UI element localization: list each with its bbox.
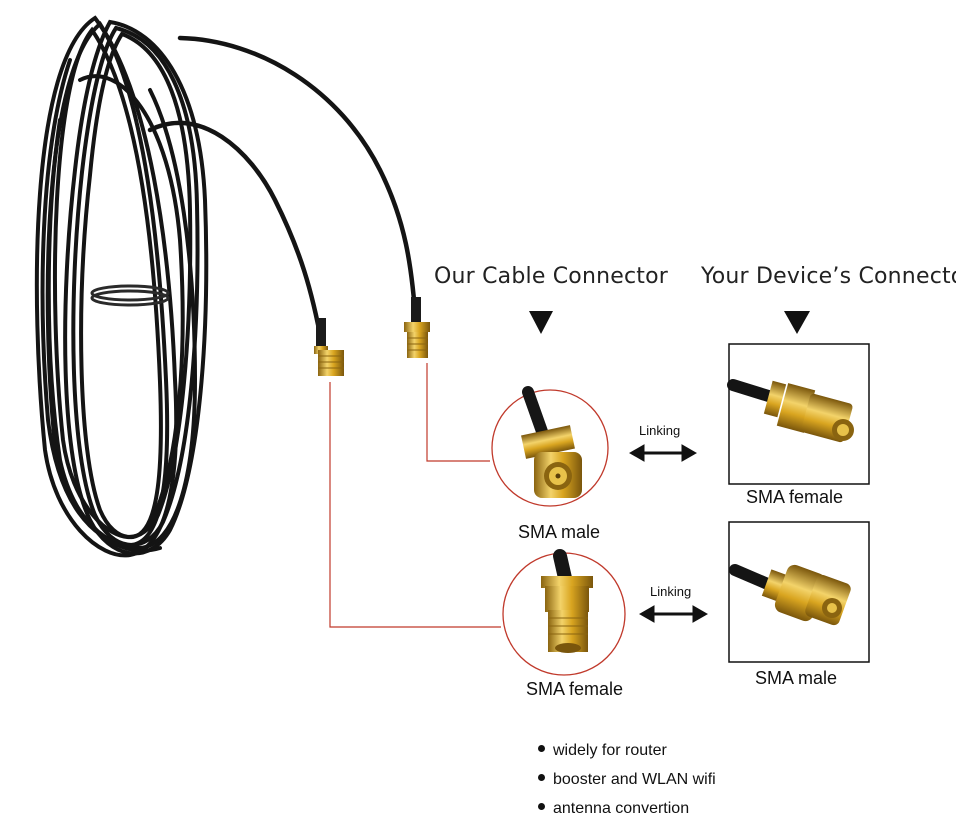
linking-arrow-row2 xyxy=(638,605,709,623)
cable-end-female-connector xyxy=(404,297,430,358)
header-arrow-yours xyxy=(784,311,810,334)
feature-item: widely for router xyxy=(538,736,716,765)
header-our-cable-connector: Our Cable Connector xyxy=(434,264,669,289)
device-sma-male-box xyxy=(728,521,870,663)
linking-arrow-row1 xyxy=(628,444,698,462)
sma-female-circle-picture xyxy=(502,549,626,676)
bullet-icon xyxy=(538,745,545,753)
leader-lines xyxy=(329,363,501,628)
linking-label-row1: Linking xyxy=(639,423,681,438)
cable-end-male-connector xyxy=(314,318,344,376)
bullet-icon xyxy=(538,803,545,811)
caption-row2-sma-male: SMA male xyxy=(755,668,838,688)
caption-row1-sma-female: SMA female xyxy=(746,487,844,507)
cable-tie xyxy=(90,284,170,307)
feature-item: booster and WLAN wifi xyxy=(538,765,716,794)
feature-item: antenna convertion xyxy=(538,794,716,823)
header-your-device-connectors: Your Device’s Connectors xyxy=(701,264,956,289)
caption-row2-sma-female: SMA female xyxy=(526,679,624,699)
feature-list: widely for router booster and WLAN wifi … xyxy=(538,736,716,823)
header-arrow-ours xyxy=(529,311,553,334)
cable-leads xyxy=(147,35,419,348)
device-sma-female-box xyxy=(727,343,870,485)
sma-male-circle-picture xyxy=(491,386,609,507)
caption-row1-sma-male: SMA male xyxy=(518,522,601,542)
linking-label-row2: Linking xyxy=(650,584,692,599)
coiled-cable xyxy=(34,15,209,558)
bullet-icon xyxy=(538,774,545,782)
